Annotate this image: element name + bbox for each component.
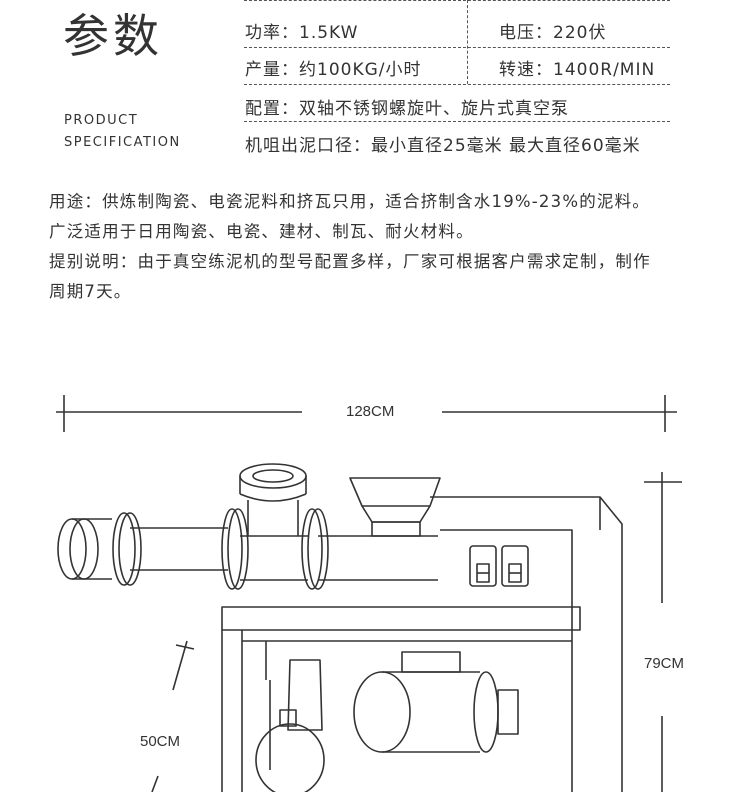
- spec-divider: [244, 121, 670, 122]
- section-subtitle-line1: PRODUCT: [64, 113, 139, 128]
- description-note-cont: 周期7天。: [49, 282, 132, 301]
- spec-config: 配置：双轴不锈钢螺旋叶、旋片式真空泵: [245, 99, 569, 119]
- spec-speed: 转速：1400R/MIN: [499, 60, 656, 80]
- spec-power: 功率：1.5KW: [245, 23, 359, 43]
- spec-output: 产量：约100KG/小时: [245, 60, 422, 80]
- section-title: 参数: [63, 9, 163, 63]
- height-dimension-line: [644, 472, 682, 792]
- spec-divider: [244, 47, 670, 48]
- hopper: [349, 477, 441, 537]
- description-usage: 用途：供炼制陶瓷、电瓷泥料和挤瓦只用，适合挤制含水19%-23%的泥料。: [49, 192, 651, 211]
- spec-divider-top: [244, 0, 670, 1]
- vacuum-pump: [255, 659, 325, 792]
- spec-divider: [244, 84, 670, 85]
- depth-dimension-line: [151, 640, 195, 792]
- machine-table: [221, 606, 581, 792]
- section-subtitle-line2: SPECIFICATION: [64, 135, 181, 150]
- description-application: 广泛适用于日用陶瓷、电瓷、建材、制瓦、耐火材料。: [49, 222, 474, 241]
- length-dimension-line: [56, 395, 677, 432]
- motor: [353, 651, 519, 753]
- dimension-height-label: 79CM: [644, 655, 685, 672]
- dimension-depth-label: 50CM: [140, 733, 181, 750]
- spec-nozzle: 机咀出泥口径：最小直径25毫米 最大直径60毫米: [245, 136, 641, 156]
- spec-column-divider: [467, 0, 468, 84]
- machine-cabinet: [430, 496, 623, 792]
- dimension-length-label: 128CM: [346, 403, 395, 420]
- vacuum-chamber: [239, 463, 307, 536]
- spec-voltage: 电压：220伏: [499, 23, 607, 43]
- description-note: 提别说明：由于真空练泥机的型号配置多样，厂家可根据客户需求定制，制作: [49, 252, 651, 271]
